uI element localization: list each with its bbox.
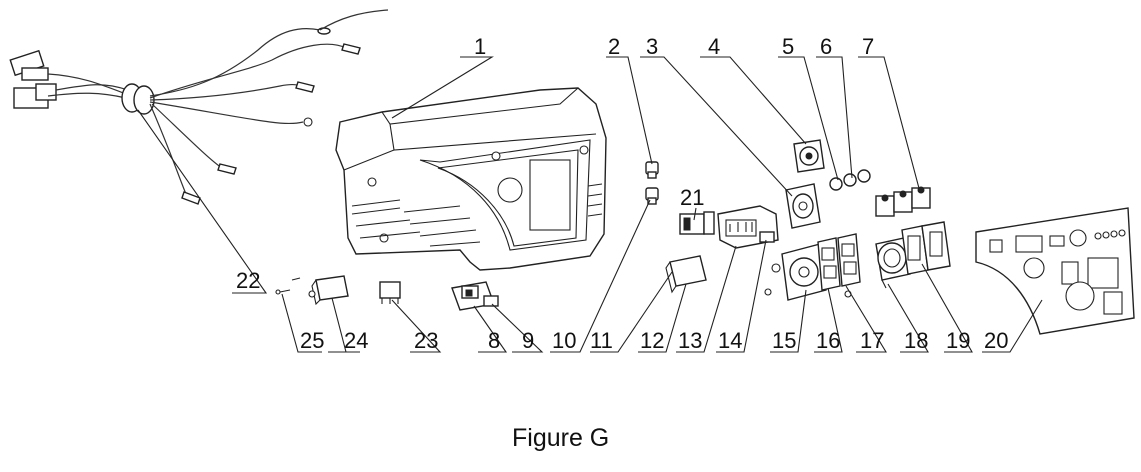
- socket-part-4: [793, 139, 825, 173]
- callout-22: 22: [236, 268, 260, 293]
- faceplate-part-20: [975, 207, 1135, 335]
- breaker-block-part-13: [717, 205, 779, 249]
- stud-part-2: [645, 161, 659, 179]
- callout-18: 18: [904, 328, 928, 353]
- callout-3: 3: [646, 34, 658, 59]
- rocker-switch-part-21: [679, 211, 715, 235]
- control-panel-housing-part-1: [335, 87, 607, 271]
- stud-part-10: [645, 187, 659, 205]
- callout-9: 9: [522, 328, 534, 353]
- callout-10: 10: [552, 328, 576, 353]
- callout-23: 23: [414, 328, 438, 353]
- leader-lines: [137, 56, 1043, 353]
- callout-6: 6: [820, 34, 832, 59]
- callout-11: 11: [590, 328, 613, 353]
- breaker-row-part-7: [875, 186, 931, 217]
- nut-set-part-5: [829, 169, 871, 191]
- callout-19: 19: [946, 328, 970, 353]
- callout-25: 25: [300, 328, 324, 353]
- callout-2: 2: [608, 34, 620, 59]
- callout-5: 5: [782, 34, 794, 59]
- module-part-12: [665, 255, 707, 294]
- callout-15: 15: [772, 328, 796, 353]
- callout-8: 8: [488, 328, 500, 353]
- module-part-24: [308, 275, 349, 306]
- wiring-harness-part-22: [9, 9, 389, 205]
- callout-21: 21: [680, 185, 704, 210]
- screw-part-25: [275, 277, 301, 295]
- outlet-part-15: [764, 243, 827, 301]
- relay-assembly-part-8: [451, 281, 499, 311]
- figure-caption: Figure G: [512, 424, 609, 452]
- relay-part-23: [379, 281, 401, 304]
- outlet-part-3: [785, 183, 821, 229]
- cover-part-19: [901, 221, 951, 275]
- duplex-outlet-part-17: [837, 233, 861, 298]
- callout-1: 1: [474, 34, 486, 59]
- callout-17: 17: [860, 328, 884, 353]
- callout-20: 20: [984, 328, 1008, 353]
- callout-12: 12: [640, 328, 664, 353]
- callout-24: 24: [344, 328, 368, 353]
- callout-13: 13: [678, 328, 702, 353]
- callout-14: 14: [718, 328, 742, 353]
- duplex-outlet-part-16: [817, 237, 841, 291]
- callout-16: 16: [816, 328, 840, 353]
- callout-labels: 1 2 3 4 5 6 7 21 22 25 24 23 8 9 10 11 1…: [236, 34, 1008, 353]
- callout-4: 4: [708, 34, 720, 59]
- callout-7: 7: [862, 34, 874, 59]
